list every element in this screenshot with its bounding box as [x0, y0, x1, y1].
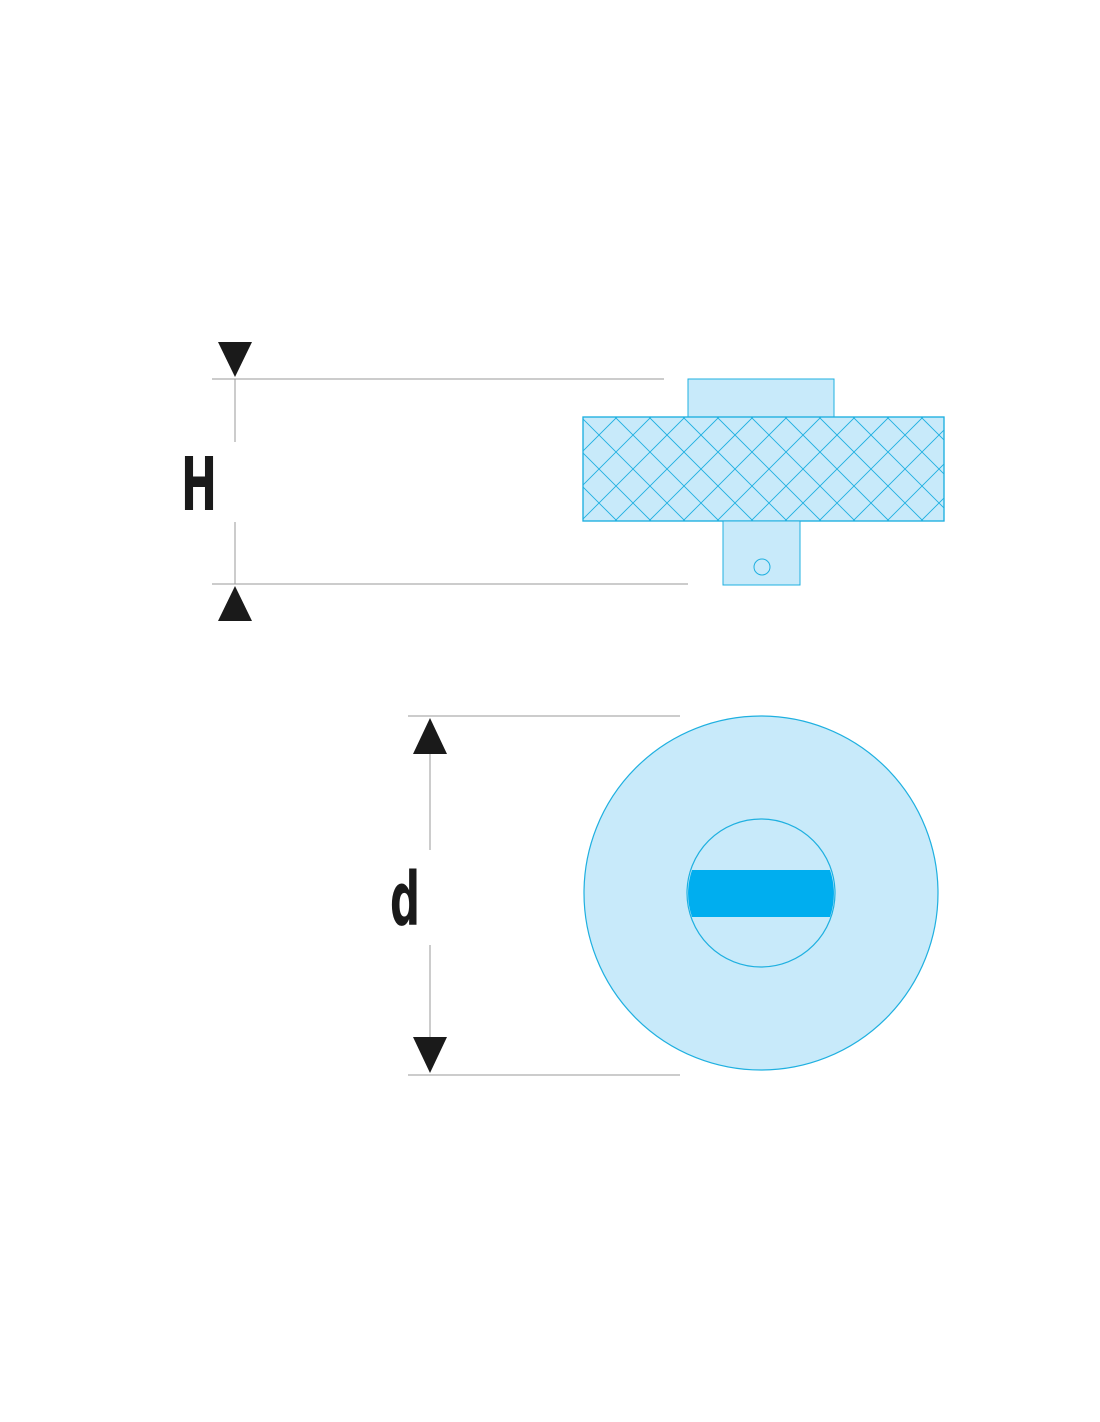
height-arrow-top-icon	[218, 342, 252, 377]
knurl-pattern	[583, 417, 1100, 521]
diameter-label: d	[390, 857, 420, 943]
knurl-line	[1023, 417, 1100, 521]
detent-ball	[753, 558, 771, 576]
knurl-line	[716, 417, 822, 521]
knurl-line	[583, 417, 652, 486]
knurl-line	[818, 417, 924, 521]
knurl-line	[784, 417, 890, 521]
knurl-line	[852, 429, 944, 521]
knurl-line	[955, 417, 1059, 521]
knurl-line	[989, 417, 1093, 521]
knurl-line	[583, 486, 618, 521]
knurl-line	[583, 417, 618, 452]
knurl-line	[989, 417, 1093, 521]
knurl-line	[583, 417, 686, 520]
knurl-line	[750, 417, 856, 521]
part-top-cap	[687, 378, 835, 418]
knurl-line	[583, 520, 584, 521]
diameter-arrow-bottom-icon	[413, 1037, 447, 1073]
knurl-line	[648, 417, 754, 521]
knurl-line	[920, 497, 944, 521]
part-knurled-body	[582, 416, 945, 522]
part-slot-bar	[688, 870, 834, 917]
height-arrow-bottom-icon	[218, 586, 252, 621]
knurl-line	[1023, 417, 1100, 521]
side-view: H	[181, 342, 1100, 621]
knurl-line	[955, 417, 1059, 521]
diameter-arrow-top-icon	[413, 718, 447, 754]
knurl-line	[583, 417, 584, 418]
knurl-line	[920, 417, 944, 441]
top-view: d	[390, 715, 939, 1076]
knurl-line	[886, 463, 944, 521]
knurl-line	[614, 417, 720, 521]
knurl-line	[682, 417, 788, 521]
height-label: H	[181, 442, 217, 528]
